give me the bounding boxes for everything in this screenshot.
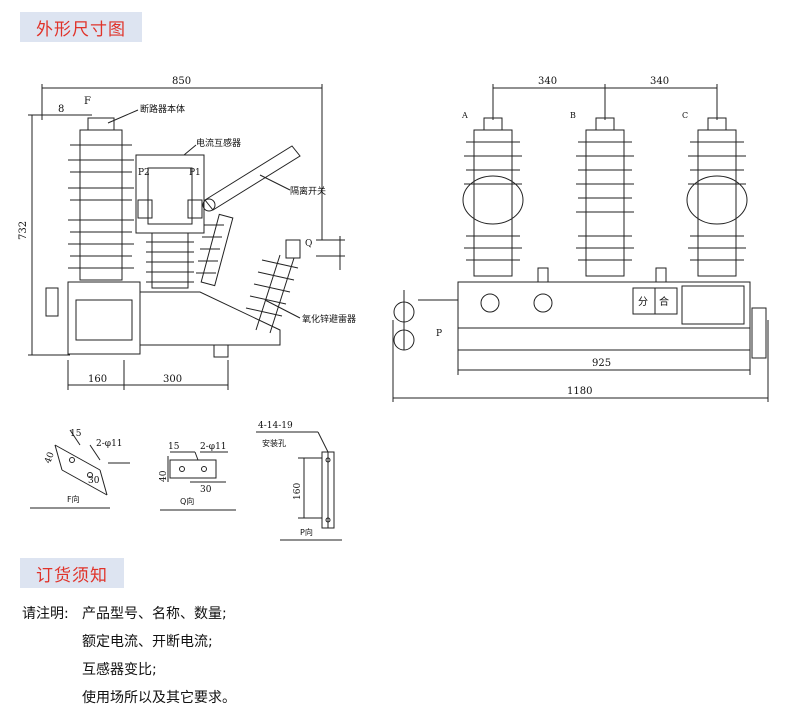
ordering-line: 使用场所以及其它要求。 [82,690,236,706]
breaker-insulator [68,129,134,281]
ordering-line: 互感器变比; [82,662,157,678]
p-holes: 4-14-19 [258,421,293,431]
phase-b: B [570,111,576,120]
q-view-detail [160,451,236,511]
p-d160: 160 [293,483,303,500]
dim-300: 300 [163,374,182,385]
pole-c [686,117,748,277]
disconnector-arm [196,145,301,287]
label-p1: P1 [189,168,201,178]
dimension-drawing: 850 732 8 F 断路器本体 电流互感器 P2 P1 隔离开关 Q 氧化锌… [18,76,769,541]
q-d30: 30 [200,485,212,495]
label-q: Q [305,239,312,249]
label-f: F [84,96,91,107]
dim-850: 850 [172,76,191,87]
q-view-label: Q向 [180,496,194,506]
label-breaker-body: 断路器本体 [140,103,185,115]
dim-340-ab: 340 [538,76,557,87]
q-d15: 15 [168,442,180,452]
side-view [28,84,345,390]
label-disconnector: 隔离开关 [290,185,326,197]
dim-8: 8 [58,104,64,115]
q-hole: 2-φ11 [200,442,227,452]
section-title-dimensions: 外形尺寸图 [20,12,142,42]
f-d40: 40 [43,451,56,465]
f-view-label: F向 [67,494,80,504]
phase-c: C [682,111,688,120]
label-p: P [436,329,442,339]
dim-160: 160 [88,374,107,385]
ordering-notes: 请注明: 产品型号、名称、数量; 额定电流、开断电流; 互感器变比; 使用场所以及… [22,600,236,712]
pole-a [462,117,524,277]
label-arrester: 氧化锌避雷器 [302,313,356,325]
front-view [392,84,769,402]
box-close: 合 [659,295,669,308]
label-p2: P2 [138,168,150,178]
dim-732: 732 [18,221,29,240]
box-open: 分 [638,296,648,308]
q-d40: 40 [159,470,169,482]
p-view-detail [256,431,342,541]
current-transformer [135,154,205,289]
pole-b [576,117,634,277]
label-ct: 电流互感器 [196,137,241,149]
p-hole-label: 安装孔 [262,438,286,448]
dim-925: 925 [592,358,611,369]
dim-1180: 1180 [567,386,592,397]
f-view-detail [30,429,130,509]
p-view-label: P向 [300,527,313,537]
ordering-line: 产品型号、名称、数量; [82,606,227,622]
f-d15: 15 [70,429,82,439]
phase-a: A [461,111,468,120]
f-d30: 30 [88,476,100,486]
section-title-ordering: 订货须知 [20,558,124,588]
ordering-line: 额定电流、开断电流; [82,634,213,650]
ordering-lead: 请注明: [22,606,69,622]
arrester [245,239,301,334]
f-hole: 2-φ11 [96,439,123,449]
dim-340-bc: 340 [650,76,669,87]
